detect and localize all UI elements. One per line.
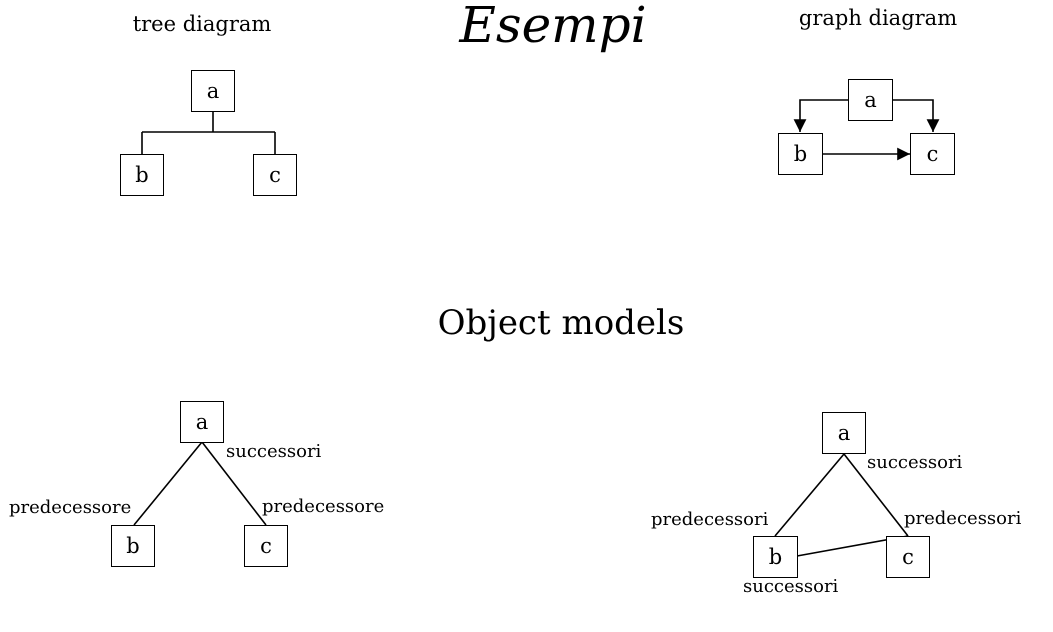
- om-graph-edge-a-b: [774, 453, 845, 537]
- om-graph-node-a: a: [822, 412, 866, 454]
- om-graph-label-predecessori-c: predecessori: [904, 508, 1022, 529]
- graph-diagram-caption: graph diagram: [798, 6, 958, 30]
- section-title: Object models: [437, 303, 685, 343]
- om-graph-node-b: b: [753, 536, 798, 578]
- om-graph-label-successori-a: successori: [867, 452, 963, 473]
- om-tree-node-a: a: [180, 401, 224, 443]
- tree-diagram-caption: tree diagram: [132, 12, 272, 36]
- om-graph-label-successori-b: successori: [743, 576, 839, 597]
- tree-node-c: c: [253, 154, 297, 196]
- tree-node-a: a: [191, 70, 235, 112]
- graph-node-a: a: [848, 79, 893, 121]
- page-title: Esempi: [459, 0, 647, 54]
- graph-node-b: b: [778, 133, 823, 175]
- om-graph-edge-a-c: [843, 453, 909, 537]
- tree-node-b: b: [120, 154, 164, 196]
- om-tree-label-predecessore-b: predecessore: [9, 497, 132, 518]
- om-tree-label-predecessore-c: predecessore: [262, 496, 385, 517]
- graph-edge-a-b: [793, 99, 848, 132]
- graph-diagram-connectors: [793, 99, 940, 161]
- tree-diagram-connectors: [141, 111, 276, 154]
- om-graph-node-c: c: [886, 536, 930, 578]
- om-tree-node-c: c: [244, 525, 288, 567]
- object-model-tree-connectors: [133, 441, 267, 526]
- om-tree-edge-a-b: [133, 441, 203, 526]
- graph-edge-a-c: [893, 99, 940, 132]
- om-tree-node-b: b: [111, 525, 155, 567]
- graph-node-c: c: [910, 133, 955, 175]
- om-tree-edge-a-c: [201, 441, 267, 526]
- om-tree-label-successori: successori: [226, 441, 322, 462]
- om-graph-label-predecessori-b: predecessori: [651, 509, 769, 530]
